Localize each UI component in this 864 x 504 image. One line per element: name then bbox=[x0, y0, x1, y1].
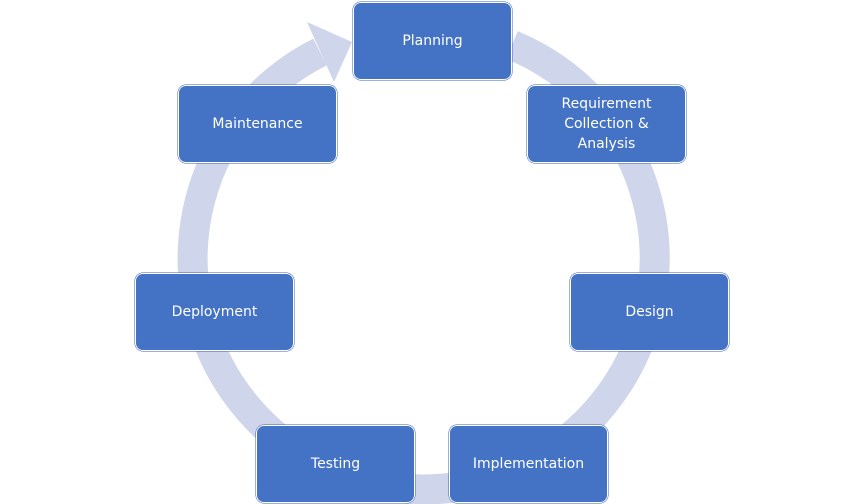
stage-maintenance[interactable]: Maintenance bbox=[178, 85, 337, 163]
stage-design[interactable]: Design bbox=[570, 273, 729, 351]
stage-deployment[interactable]: Deployment bbox=[135, 273, 294, 351]
stage-implementation-label: Implementation bbox=[472, 456, 585, 472]
stage-deployment-label: Deployment bbox=[171, 304, 258, 320]
stage-maintenance-label: Maintenance bbox=[212, 116, 303, 132]
cycle-ring-band bbox=[177, 31, 670, 504]
stage-implementation[interactable]: Implementation bbox=[449, 425, 608, 503]
stage-planning[interactable]: Planning bbox=[353, 2, 512, 80]
stage-design-label: Design bbox=[625, 304, 674, 320]
stage-testing-label: Testing bbox=[310, 456, 361, 472]
stage-testing[interactable]: Testing bbox=[256, 425, 415, 503]
stage-requirement-label: Requirement Collection & Analysis bbox=[561, 96, 652, 152]
cycle-arrowhead bbox=[307, 22, 352, 82]
stage-planning-label: Planning bbox=[402, 33, 463, 49]
stage-requirement-collection-analysis[interactable]: Requirement Collection & Analysis bbox=[527, 85, 686, 163]
